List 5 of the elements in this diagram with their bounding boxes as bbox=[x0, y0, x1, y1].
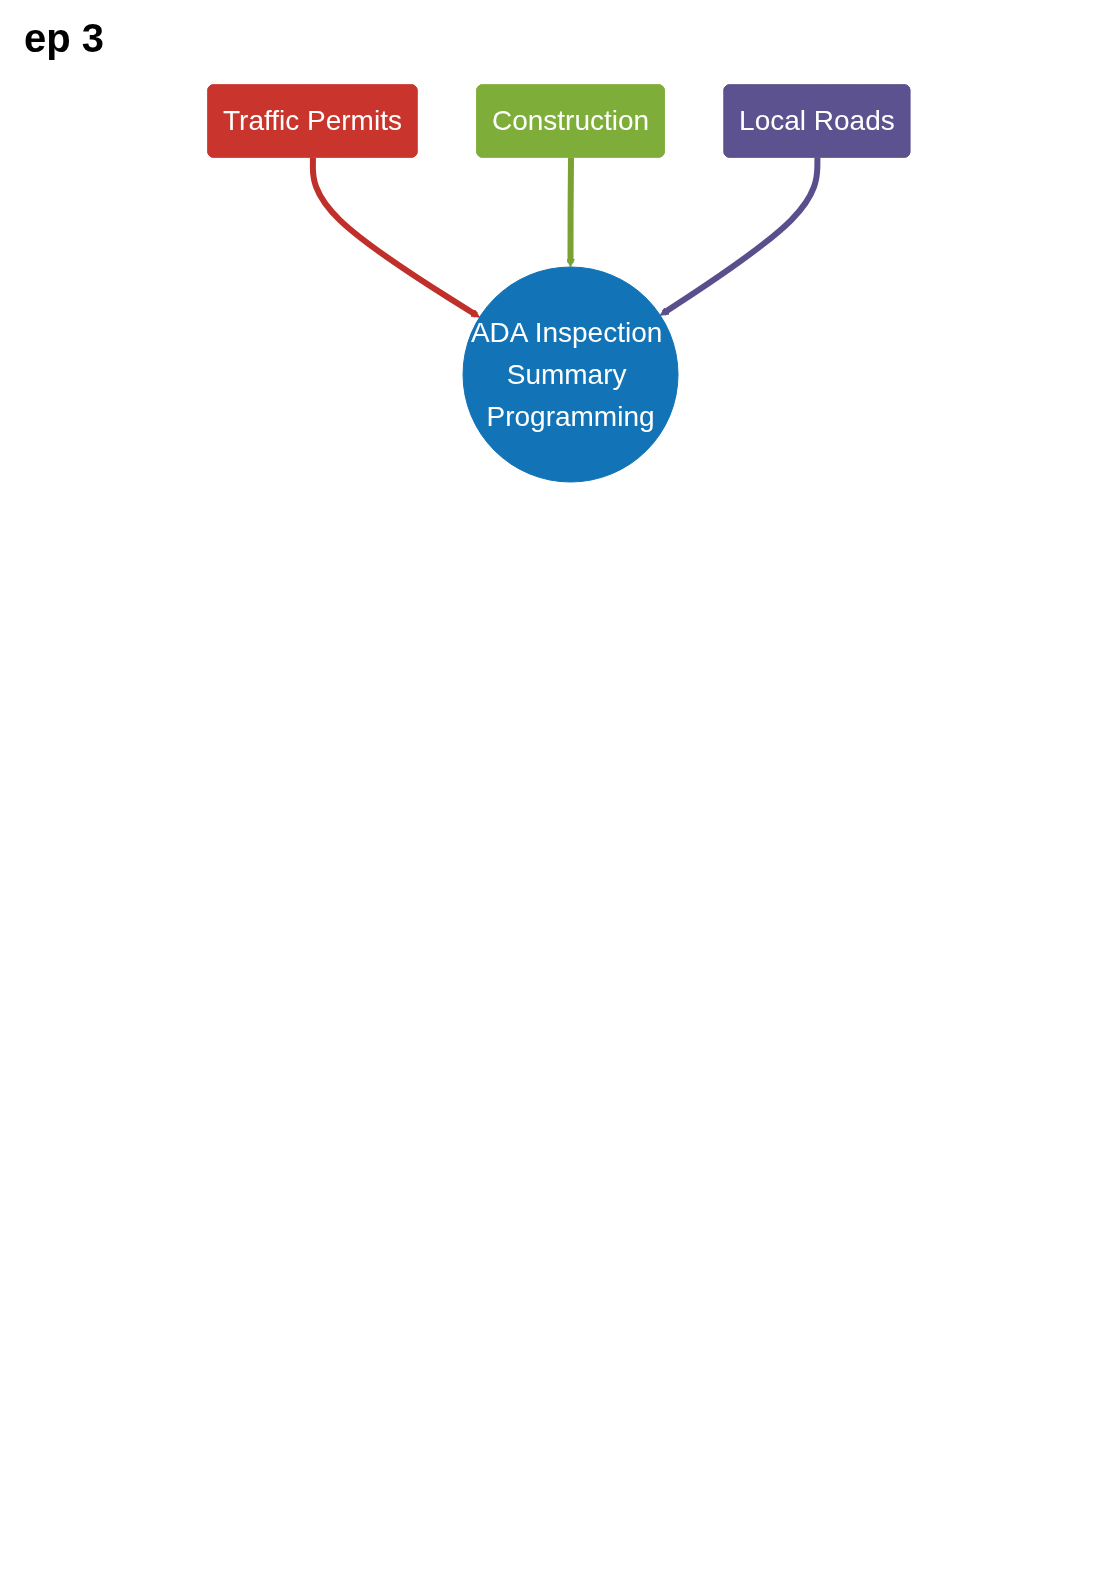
arrow bbox=[659, 157, 821, 316]
arrow bbox=[310, 157, 481, 318]
title: ep 3 bbox=[24, 16, 106, 61]
arrow bbox=[566, 157, 576, 268]
node-circle: ADA Inspection Summary Programming bbox=[462, 266, 679, 483]
